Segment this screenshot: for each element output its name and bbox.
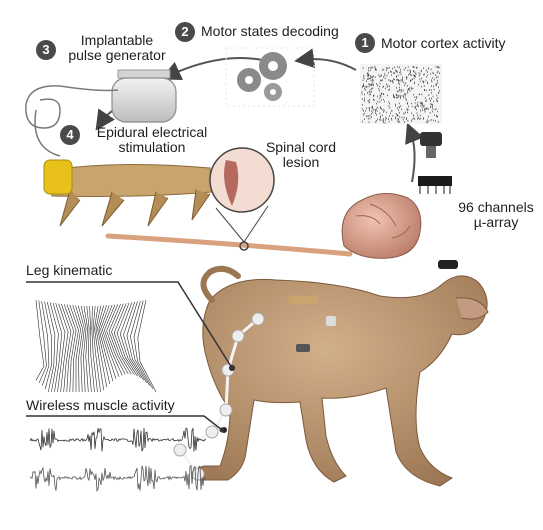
spinal-cord: [105, 147, 353, 257]
step-badge-3: 3: [36, 40, 56, 60]
pulse-generator-label-line2: pulse generator: [68, 47, 166, 63]
pulse-generator: [25, 69, 177, 157]
wireless-emg-leader: [26, 415, 225, 433]
brain: [341, 193, 422, 259]
gears-icon: [225, 47, 315, 107]
microarray-label-line1: 96 channels: [458, 199, 534, 215]
array-to-cortex-arrow: [405, 122, 424, 183]
pulse-generator-label: Implantable pulse generator: [62, 33, 172, 63]
monkey-illustration: [193, 260, 489, 487]
microelectrode-array: [418, 132, 452, 194]
decoding-to-ipg-arrow: [160, 57, 263, 81]
step-badge-4: 4: [60, 125, 80, 145]
epidural-stimulation-label: Epidural electrical stimulation: [84, 125, 220, 155]
leg-kinematic-label: Leg kinematic: [26, 262, 113, 278]
leg-kinematic-plot: [35, 299, 157, 393]
leg-kinematic-leader: [26, 281, 235, 371]
spinal-cord-lesion-label-line2: lesion: [282, 154, 320, 170]
spinal-column: [43, 159, 213, 227]
step-badge-1: 1: [355, 33, 375, 53]
step-badge-2: 2: [175, 22, 195, 42]
pulse-generator-label-line1: Implantable: [80, 32, 154, 48]
motor-cortex-activity-label: Motor cortex activity: [381, 35, 506, 51]
spinal-cord-lesion-label-line1: Spinal cord: [265, 139, 337, 155]
emg-traces: [29, 427, 207, 493]
spinal-cord-lesion-label: Spinal cord lesion: [256, 140, 346, 170]
microarray-label: 96 channels µ-array: [452, 200, 540, 230]
microarray-label-line2: µ-array: [473, 214, 519, 230]
epidural-stimulation-label-line1: Epidural electrical: [96, 124, 208, 140]
cortex-to-decoding-arrow: [294, 48, 357, 71]
epidural-stimulation-label-line2: stimulation: [118, 139, 186, 155]
neural-raster-plot: [360, 64, 442, 124]
motor-states-decoding-label: Motor states decoding: [201, 23, 339, 39]
wireless-muscle-activity-label: Wireless muscle activity: [26, 397, 175, 413]
